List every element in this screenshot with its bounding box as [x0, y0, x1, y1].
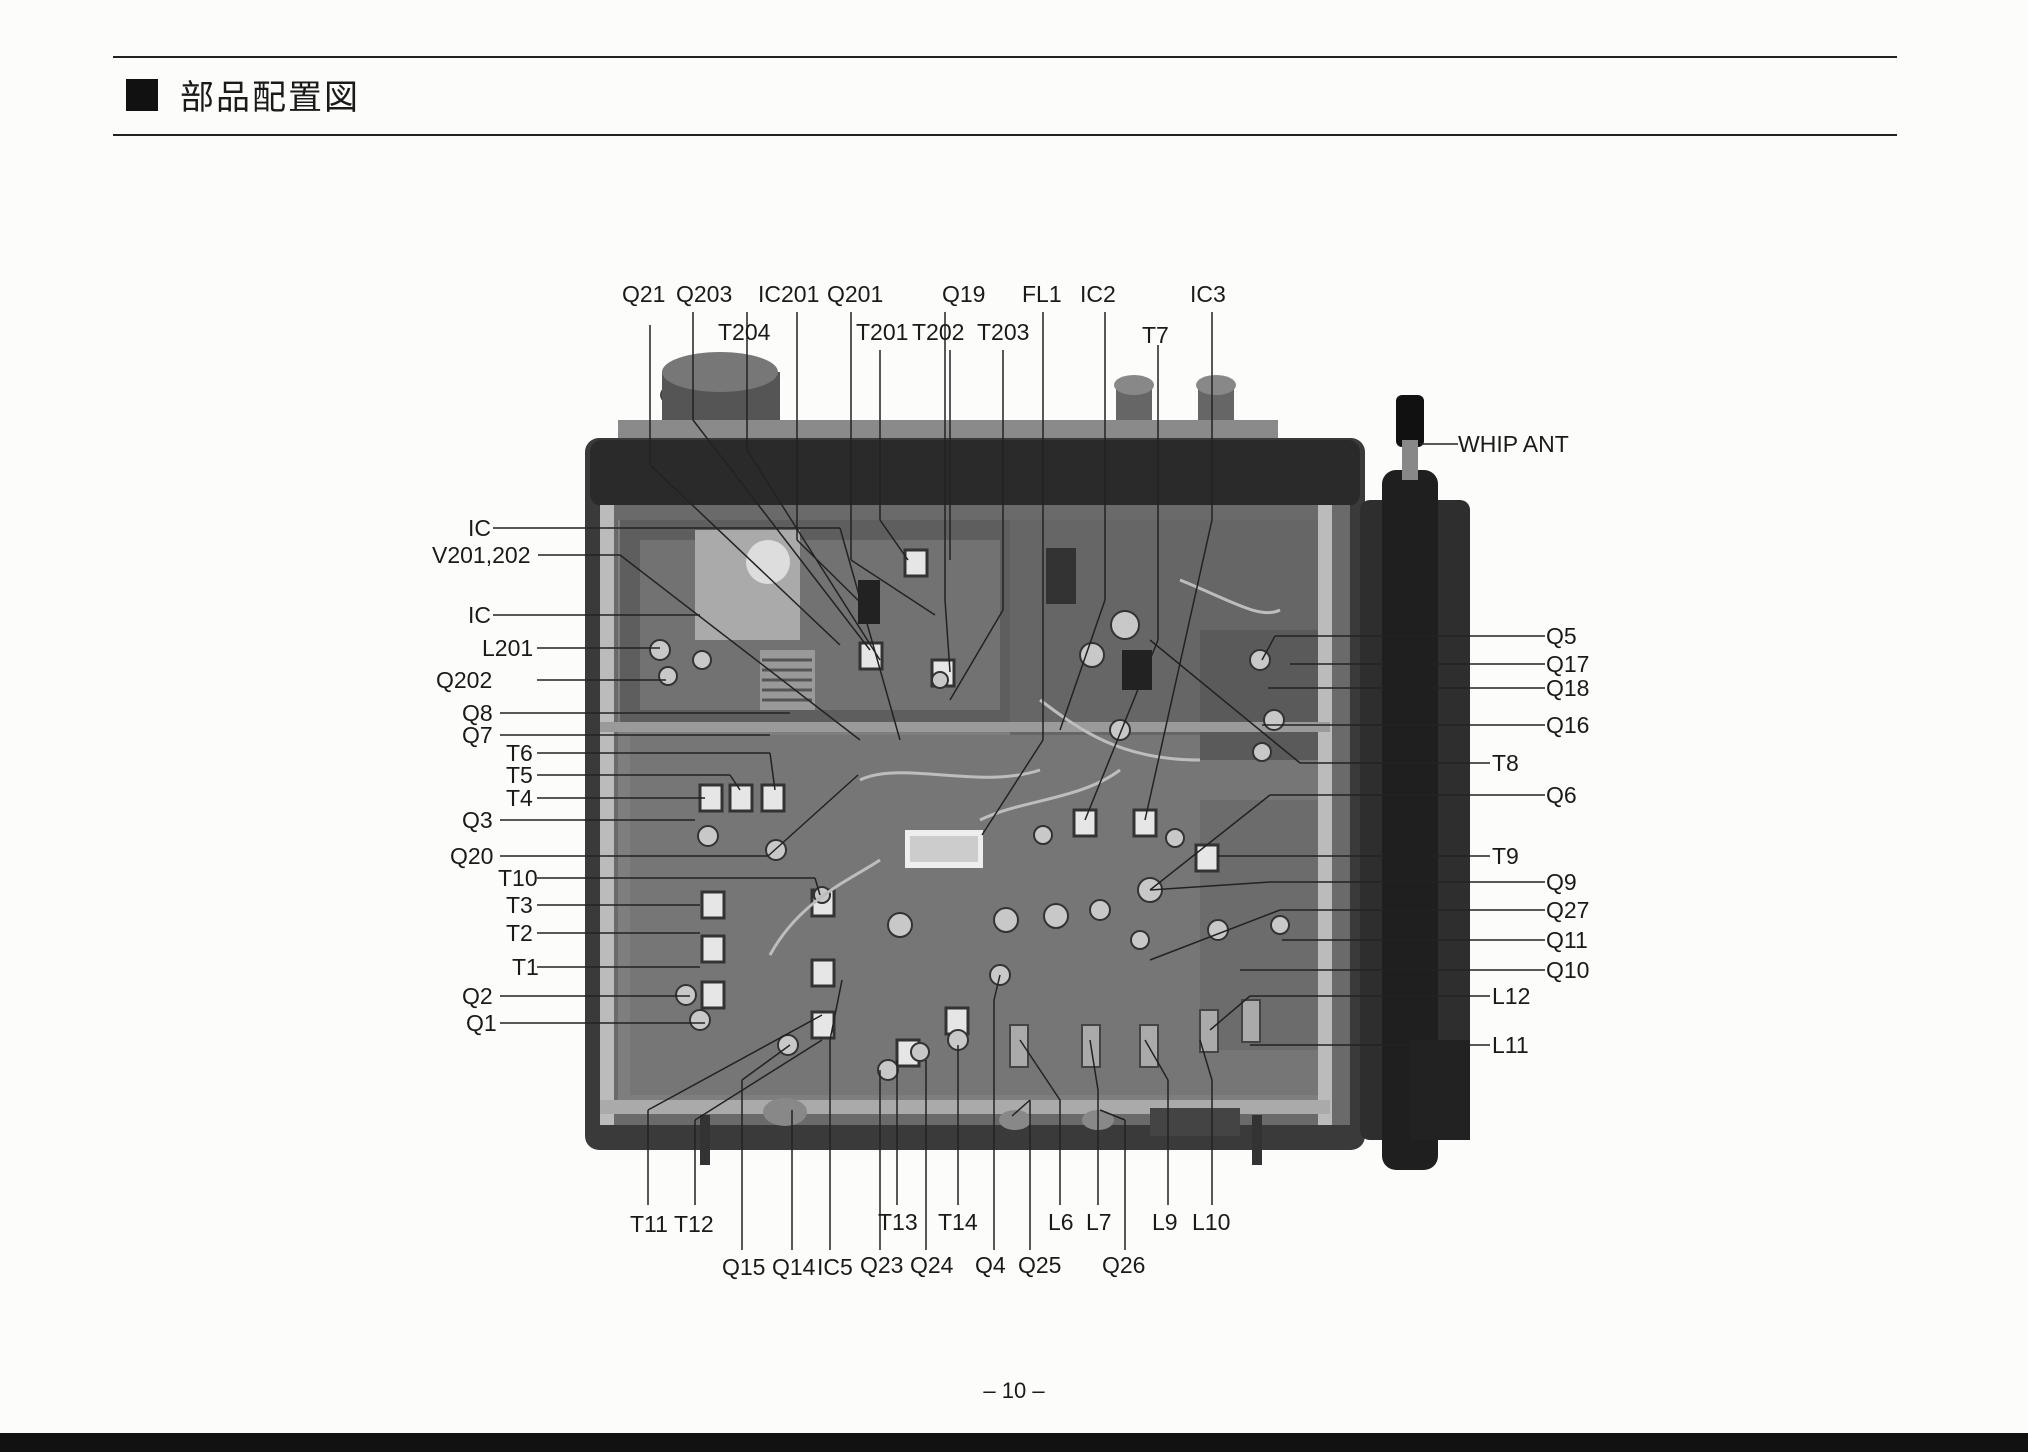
label-ic3: IC3 — [1190, 281, 1226, 307]
label-ic2: IC2 — [1080, 281, 1116, 307]
label-t11: T11 — [630, 1211, 668, 1237]
label-q1: Q1 — [466, 1010, 497, 1036]
label-q18: Q18 — [1546, 675, 1589, 701]
label-t2: T2 — [506, 920, 533, 946]
label-t9: T9 — [1492, 843, 1519, 869]
label-q2: Q2 — [462, 983, 493, 1009]
label-q6: Q6 — [1546, 782, 1577, 808]
component-labels: Q21 Q203 IC201 Q201 Q19 FL1 IC2 IC3 T204… — [432, 281, 1589, 1280]
label-q17: Q17 — [1546, 651, 1589, 677]
label-ic-b: IC — [468, 602, 491, 628]
label-l7: L7 — [1086, 1209, 1112, 1235]
label-ic201: IC201 — [758, 281, 819, 307]
label-q8: Q8 — [462, 700, 493, 726]
label-t4: T4 — [506, 785, 533, 811]
label-t3: T3 — [506, 892, 533, 918]
label-t13: T13 — [878, 1209, 918, 1235]
label-q24: Q24 — [910, 1252, 954, 1278]
label-whip-ant: WHIP ANT — [1458, 431, 1569, 457]
label-l11: L11 — [1492, 1032, 1529, 1058]
label-q23: Q23 — [860, 1252, 903, 1278]
label-q21: Q21 — [622, 281, 665, 307]
label-l6: L6 — [1048, 1209, 1074, 1235]
label-t204: T204 — [718, 319, 771, 345]
label-ic5: IC5 — [817, 1254, 853, 1280]
label-q9: Q9 — [1546, 869, 1577, 895]
label-q25: Q25 — [1018, 1252, 1061, 1278]
label-q4: Q4 — [975, 1252, 1006, 1278]
heading-rule — [113, 134, 1897, 136]
label-fl1: FL1 — [1022, 281, 1062, 307]
label-l9: L9 — [1152, 1209, 1178, 1235]
label-l201: L201 — [482, 635, 533, 661]
heading-text: 部品配置図 — [180, 78, 360, 118]
label-q14: Q14 — [772, 1254, 816, 1280]
label-q10: Q10 — [1546, 957, 1589, 983]
label-t8: T8 — [1492, 750, 1519, 776]
label-q3: Q3 — [462, 807, 493, 833]
radio-board-photo — [585, 352, 1470, 1170]
label-q7: Q7 — [462, 722, 493, 748]
label-l10: L10 — [1192, 1209, 1230, 1235]
label-t12: T12 — [674, 1211, 714, 1237]
label-t14: T14 — [938, 1209, 978, 1235]
label-q202: Q202 — [436, 667, 492, 693]
label-q201: Q201 — [827, 281, 883, 307]
label-q11: Q11 — [1546, 927, 1588, 953]
label-t203: T203 — [977, 319, 1029, 345]
label-q15: Q15 — [722, 1254, 765, 1280]
page-number: – 10 – — [983, 1378, 1045, 1403]
leader-lines — [493, 312, 1545, 1250]
section-heading: 部品配置図 — [126, 70, 360, 119]
label-l12: L12 — [1492, 983, 1530, 1009]
label-ic-a: IC — [468, 515, 491, 541]
label-t201: T201 — [856, 319, 908, 345]
heading-square-icon — [126, 78, 158, 111]
scan-edge-bar — [0, 1433, 2028, 1452]
label-q19: Q19 — [942, 281, 985, 307]
label-q203: Q203 — [676, 281, 732, 307]
label-q16: Q16 — [1546, 712, 1589, 738]
label-t10: T10 — [498, 865, 538, 891]
label-t5: T5 — [506, 762, 533, 788]
label-q27: Q27 — [1546, 897, 1589, 923]
top-rule — [113, 56, 1897, 58]
label-t1: T1 — [512, 954, 539, 980]
label-q26: Q26 — [1102, 1252, 1145, 1278]
label-q5: Q5 — [1546, 623, 1577, 649]
label-t7: T7 — [1142, 322, 1169, 348]
label-v201-202: V201,202 — [432, 542, 530, 568]
label-q20: Q20 — [450, 843, 493, 869]
label-t202: T202 — [912, 319, 964, 345]
label-t6: T6 — [506, 740, 533, 766]
